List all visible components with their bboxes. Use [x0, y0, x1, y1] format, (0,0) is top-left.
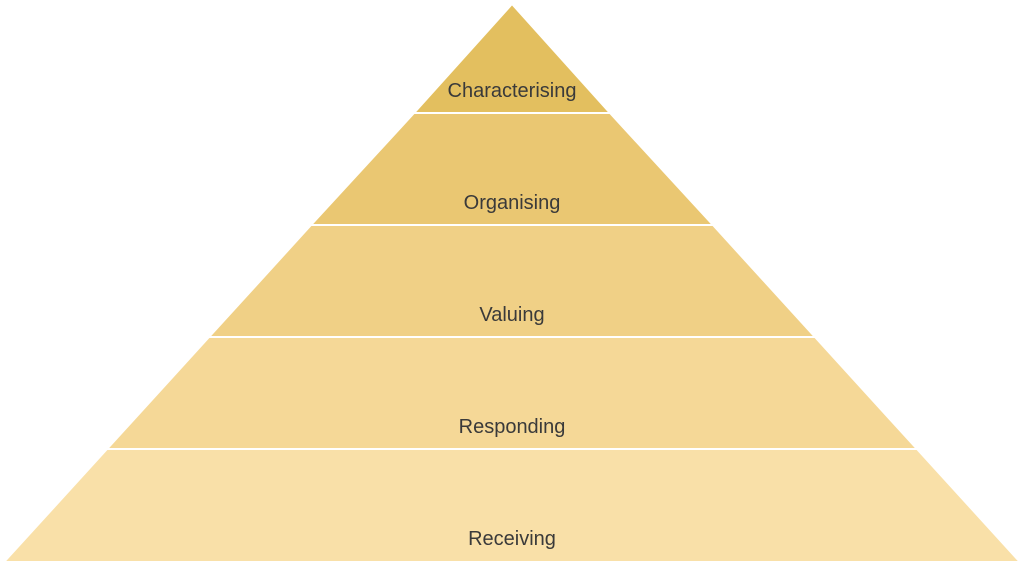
tier-label-valuing: Valuing [479, 304, 544, 326]
tier-label-organising: Organising [464, 192, 561, 214]
tier-label-responding: Responding [459, 416, 566, 438]
tier-responding: Responding [104, 336, 920, 450]
tier-valuing: Valuing [206, 224, 818, 338]
tier-label-receiving: Receiving [468, 528, 556, 550]
tier-label-characterising: Characterising [448, 80, 577, 102]
tier-receiving: Receiving [1, 448, 1023, 563]
tier-characterising: Characterising [411, 2, 613, 114]
tier-shape-receiving [1, 448, 1023, 563]
tier-organising: Organising [308, 112, 716, 226]
